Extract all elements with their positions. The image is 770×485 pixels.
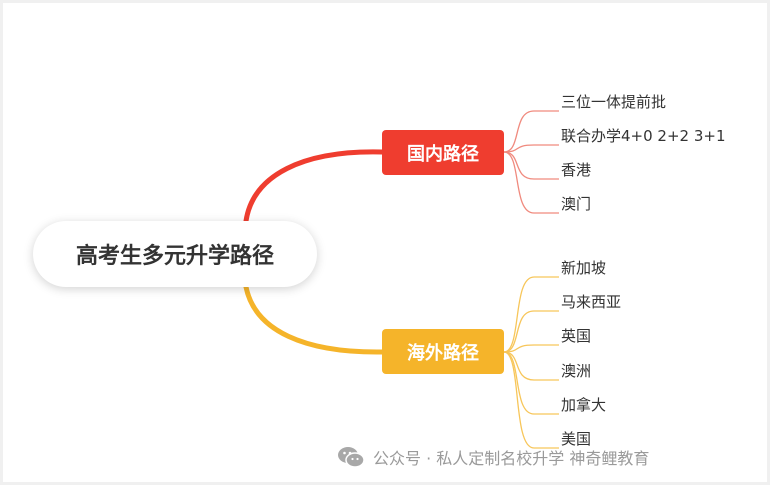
- overseas-leaf-line-6: [503, 351, 559, 449]
- watermark: 公众号 · 私人定制名校升学 神奇鲤教育: [337, 445, 649, 469]
- leaf-domestic-3[interactable]: 香港: [561, 161, 592, 179]
- leaf-domestic-1[interactable]: 三位一体提前批: [561, 93, 667, 111]
- overseas-leaf-line-1: [503, 276, 559, 353]
- leaf-domestic-4[interactable]: 澳门: [561, 195, 592, 213]
- overseas-leaf-line-4: [503, 351, 559, 381]
- domestic-leaf-line-2: [503, 144, 559, 153]
- watermark-text: 公众号 · 私人定制名校升学 神奇鲤教育: [373, 449, 650, 468]
- leaf-domestic-2[interactable]: 联合办学4+0 2+2 3+1: [561, 127, 726, 145]
- domestic-leaf-line-4: [503, 151, 559, 214]
- leaf-overseas-2[interactable]: 马来西亚: [561, 293, 622, 311]
- overseas-leaf-line-2: [503, 310, 559, 353]
- root-to-overseas-line: [243, 284, 385, 355]
- leaf-overseas-4[interactable]: 澳洲: [561, 362, 592, 380]
- mindmap-canvas: 高考生多元升学路径 国内路径 海外路径 三位一体提前批 联合办学4+0 2+2 …: [3, 3, 767, 482]
- leaf-overseas-6[interactable]: 美国: [561, 430, 592, 448]
- root-to-domestic-line: [243, 149, 385, 224]
- leaf-overseas-1[interactable]: 新加坡: [561, 259, 607, 277]
- leaf-overseas-3[interactable]: 英国: [561, 327, 592, 345]
- root-topic[interactable]: 高考生多元升学路径: [33, 221, 317, 287]
- overseas-leaf-line-3: [503, 344, 559, 353]
- branch-overseas[interactable]: 海外路径: [382, 329, 504, 374]
- leaf-overseas-5[interactable]: 加拿大: [561, 396, 607, 414]
- branch-domestic[interactable]: 国内路径: [382, 130, 504, 175]
- connector-lines: [243, 110, 559, 449]
- leaf-lines: [503, 110, 559, 449]
- domestic-leaf-line-3: [503, 151, 559, 180]
- domestic-leaf-line-1: [503, 110, 559, 153]
- wechat-icon: [338, 447, 365, 468]
